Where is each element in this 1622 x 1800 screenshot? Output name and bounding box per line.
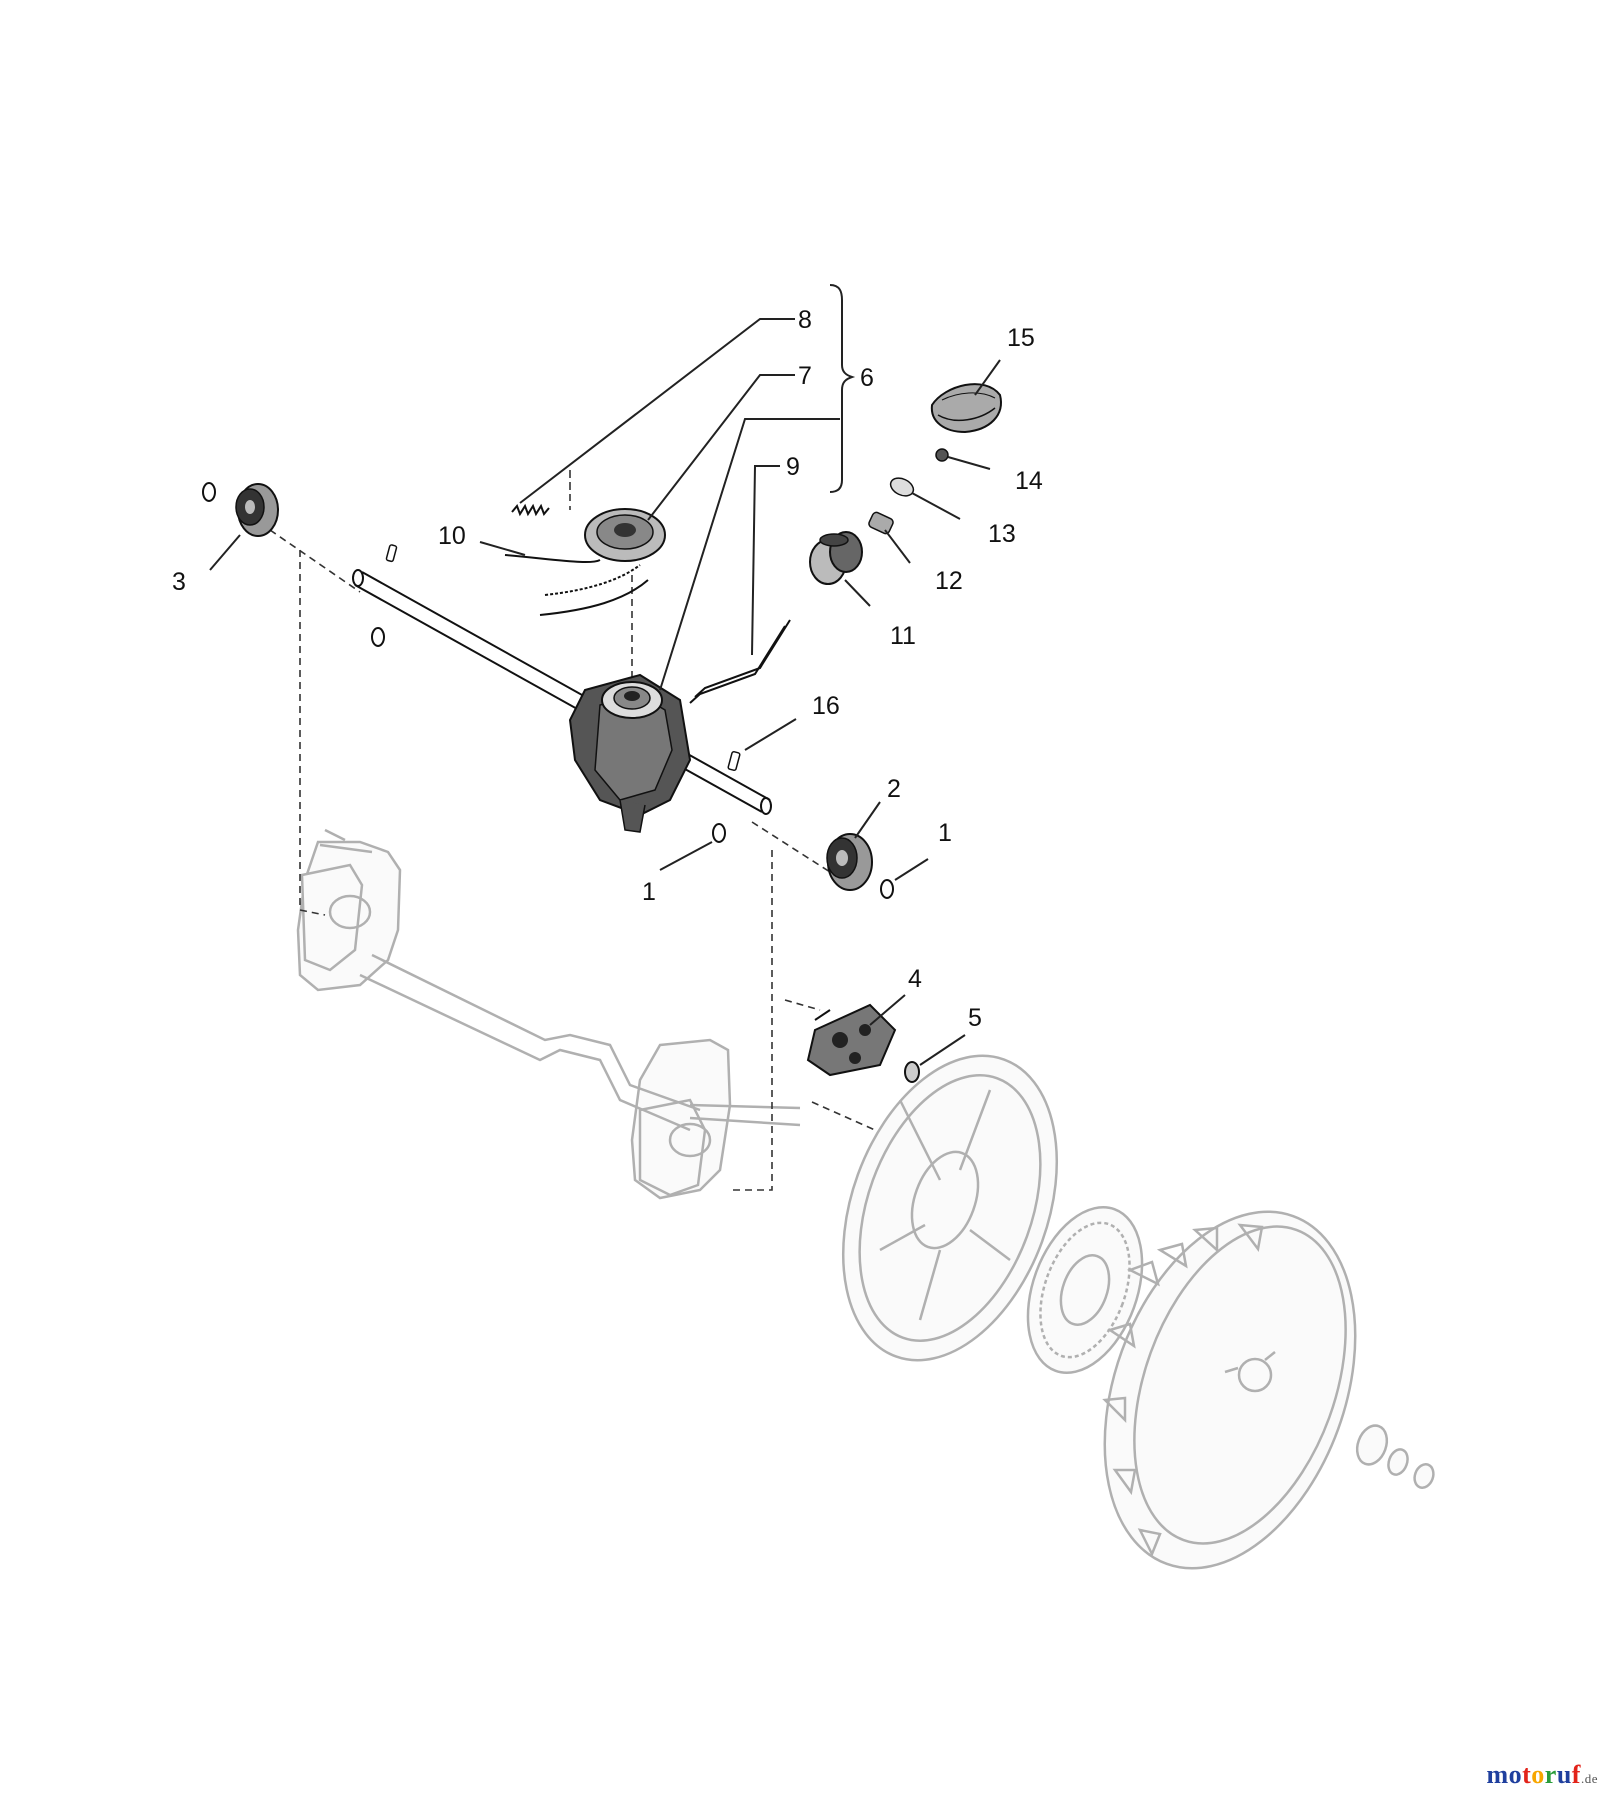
watermark-letter: u <box>1556 1760 1572 1789</box>
drive-gear-right <box>826 833 873 891</box>
washer <box>889 477 915 497</box>
driveshaft <box>352 569 772 815</box>
callout-4: 4 <box>908 965 922 993</box>
callout-7: 7 <box>798 362 812 390</box>
callout-15: 15 <box>1007 324 1035 352</box>
drive-gear-left <box>235 483 279 537</box>
callout-8: 8 <box>798 306 812 334</box>
callout-labels: 8 7 6 9 10 3 15 14 13 12 11 16 2 1 1 4 5 <box>172 306 1043 1032</box>
gearbox <box>568 673 692 833</box>
wheel-washer <box>904 1061 920 1083</box>
watermark-letter: o <box>1508 1760 1523 1789</box>
watermark-letter: m <box>1486 1760 1509 1789</box>
callout-1-right: 1 <box>938 819 952 847</box>
pin-top <box>385 544 398 563</box>
leader-lines <box>209 318 1001 1066</box>
wheel-hub-parts <box>1355 1424 1435 1489</box>
callout-16: 16 <box>812 692 840 720</box>
watermark-tld: .de <box>1580 1771 1598 1786</box>
watermark-letter: o <box>1531 1760 1545 1789</box>
bushing <box>809 531 863 585</box>
watermark-word: motoruf <box>1486 1760 1581 1789</box>
callout-1-left: 1 <box>642 878 656 906</box>
assembly-guide-lines <box>269 470 876 1191</box>
knob <box>930 383 1002 434</box>
lever <box>689 619 791 704</box>
callout-10: 10 <box>438 522 466 550</box>
motoruf-watermark: motoruf.de <box>1486 1760 1598 1790</box>
watermark-letter: t <box>1522 1760 1532 1789</box>
callout-13: 13 <box>988 520 1016 548</box>
pin <box>727 750 741 772</box>
callout-11: 11 <box>890 622 916 650</box>
wheel-tire <box>1102 1210 1357 1570</box>
nut <box>935 448 949 462</box>
drive-belt <box>504 554 649 616</box>
group-bracket <box>829 284 856 493</box>
watermark-letter: f <box>1571 1760 1581 1789</box>
watermark-letter: r <box>1544 1760 1557 1789</box>
callout-2: 2 <box>887 775 901 803</box>
callout-12: 12 <box>935 567 963 595</box>
spring <box>511 503 550 517</box>
callout-14: 14 <box>1015 467 1043 495</box>
callout-5: 5 <box>968 1004 982 1032</box>
callout-3: 3 <box>172 568 186 596</box>
axle-frame <box>296 828 801 1200</box>
callout-9: 9 <box>786 453 800 481</box>
pulley <box>584 508 666 562</box>
retaining-rings <box>202 482 894 899</box>
sleeve <box>868 511 894 535</box>
wheel-inner-cover <box>841 1054 1059 1362</box>
callout-6: 6 <box>860 364 874 392</box>
